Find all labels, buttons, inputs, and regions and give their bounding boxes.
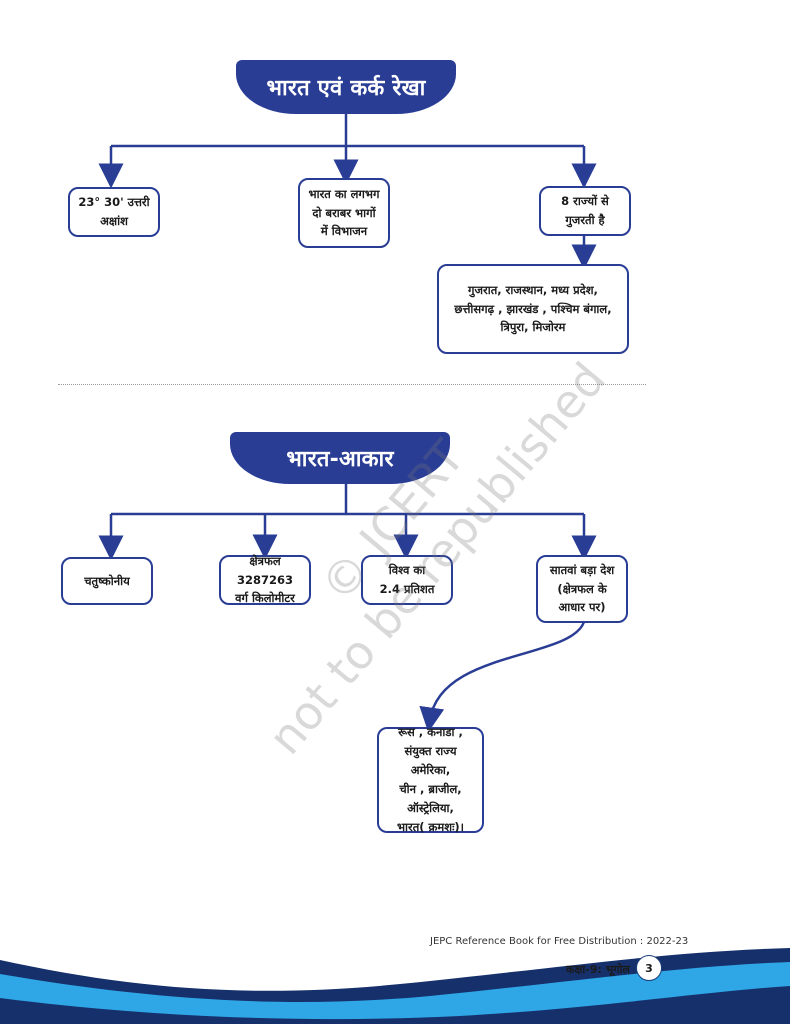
page-number-text: 3 (645, 961, 653, 975)
footer-note: JEPC Reference Book for Free Distributio… (430, 936, 689, 947)
chart1-title-text: भारत एवं कर्क रेखा (266, 76, 426, 101)
area-box: क्षेत्रफल 3287263 वर्ग किलोमीटर (219, 554, 311, 605)
states-count-box: 8 राज्यों से गुजरती है (539, 186, 631, 236)
chart2-title-text: भारत-आकार (286, 447, 394, 472)
chart2-title: भारत-आकार (230, 432, 450, 484)
footer-wave (0, 948, 790, 1024)
rank-box: सातवां बड़ा देश (क्षेत्रफल के आधार पर) (536, 555, 628, 623)
page-number: 3 (636, 955, 662, 981)
latitude-box: 23° 30' उत्तरी अक्षांश (68, 187, 160, 237)
chart1-title: भारत एवं कर्क रेखा (236, 60, 456, 114)
flowchart-connectors (98, 112, 597, 733)
division-box: भारत का लगभग दो बराबर भागों में विभाजन (298, 178, 390, 248)
section-divider (58, 384, 646, 385)
countries-box: रूस , कनाडा , संयुक्त राज्य अमेरिका, चीन… (377, 725, 484, 834)
states-list-box: गुजरात, राजस्थान, मध्य प्रदेश, छत्तीसगढ़… (437, 264, 629, 354)
footer-subject: कक्षा-9: भूगोल (566, 963, 630, 976)
shape-box: चतुष्कोनीय (61, 557, 153, 605)
world-share-box: विश्व का 2.4 प्रतिशत (361, 555, 453, 605)
